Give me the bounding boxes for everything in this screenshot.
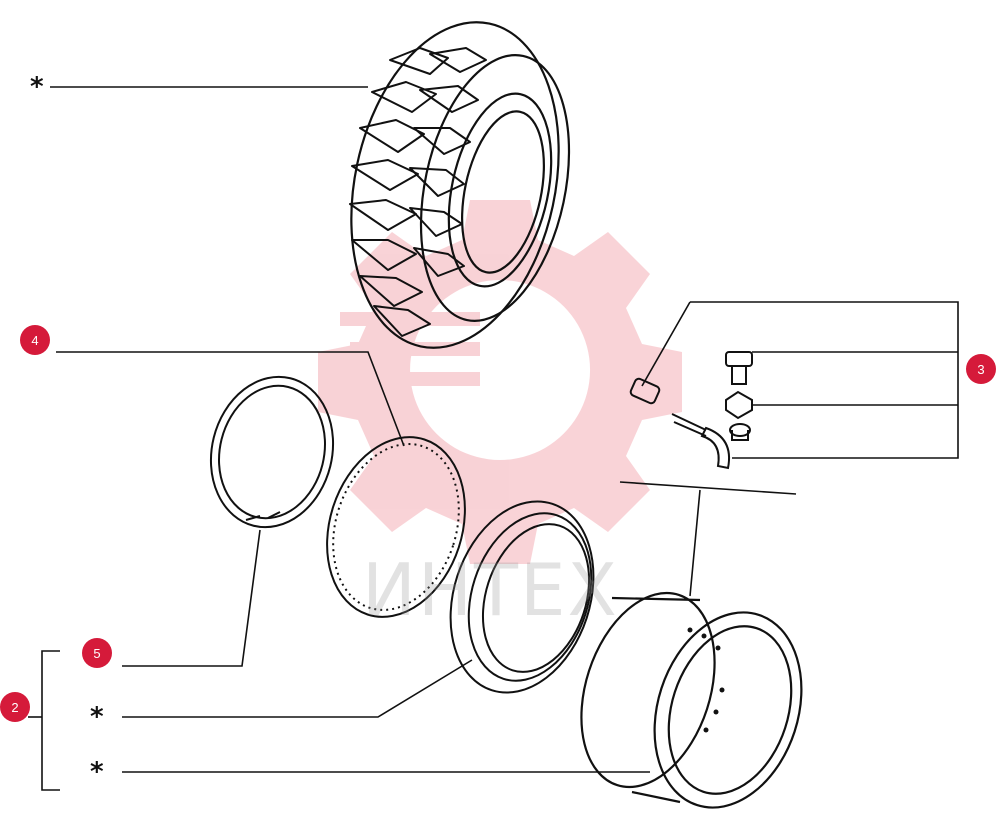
- side-flange: [449, 500, 595, 694]
- tire: [349, 21, 571, 349]
- callout-badge-4: 4: [20, 325, 50, 355]
- callout-badge-2: 2: [0, 692, 30, 722]
- watermark-gear-icon: [318, 200, 682, 564]
- watermark-text: ИНТЕХ: [362, 548, 619, 632]
- lock-ring: [209, 375, 335, 529]
- o-ring: [326, 436, 466, 618]
- rim-callout-label: *: [90, 757, 104, 787]
- leader-lines: [28, 86, 959, 791]
- wheel-rim: [580, 591, 803, 809]
- callout-badge-5: 5: [82, 638, 112, 668]
- tire-callout-label: *: [30, 72, 44, 102]
- callout-badge-3: 3: [966, 354, 996, 384]
- flange-callout-label: *: [90, 702, 104, 732]
- valve-assembly: [629, 351, 753, 470]
